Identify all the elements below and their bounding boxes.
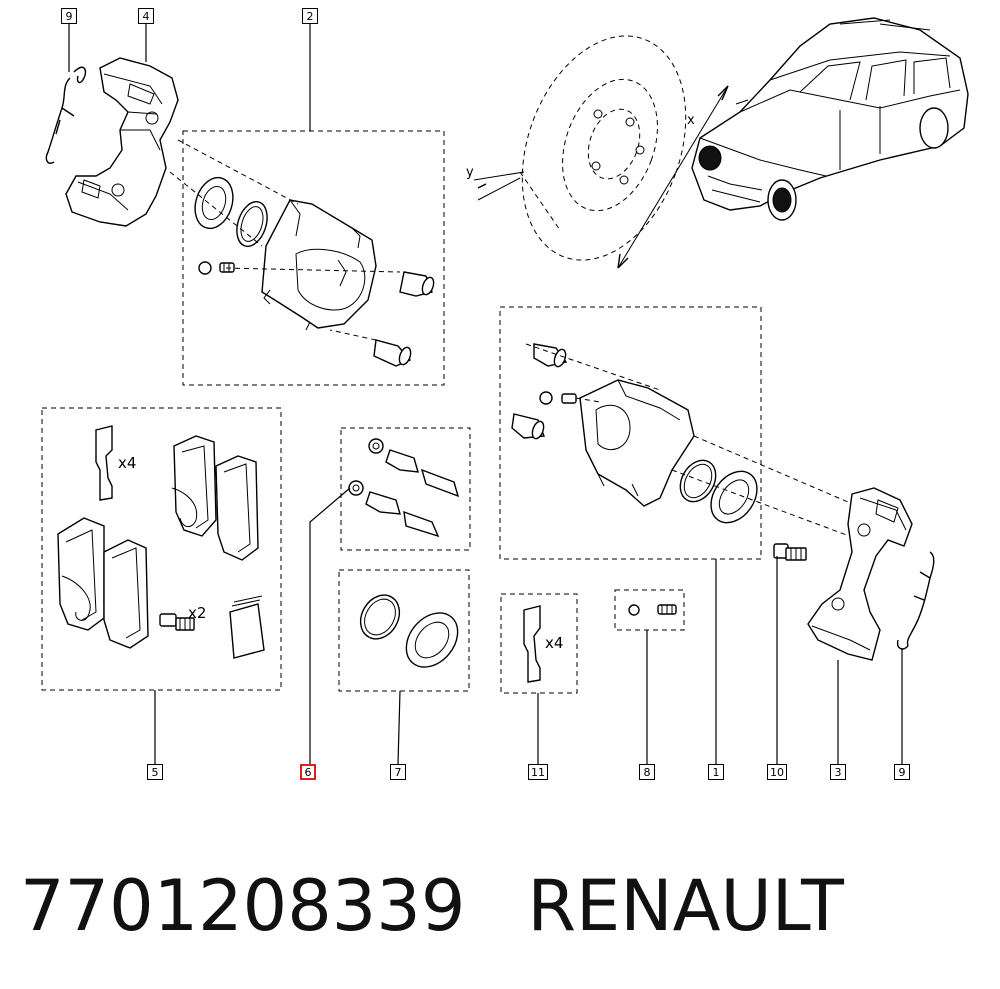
leader-7 [397, 690, 401, 765]
caliper-housing-bottom [511, 343, 891, 541]
callout-bleed[interactable]: 8 [639, 764, 655, 780]
group-box-caliper-top [182, 130, 445, 386]
callout-seals[interactable]: 7 [390, 764, 406, 780]
seal-kit [359, 594, 459, 668]
callout-clip-bottom[interactable]: 9 [894, 764, 910, 780]
piston-seal-top [194, 176, 268, 247]
group-box-guide-pins [340, 427, 471, 551]
vehicle-illustration [691, 17, 969, 221]
anti-rattle-clip-top [45, 66, 87, 164]
caliper-bracket-bottom [807, 487, 913, 661]
pad-clip-quantity: x4 [118, 454, 136, 472]
group-box-caliper-bottom [499, 306, 762, 560]
callout-caliper-bottom[interactable]: 1 [708, 764, 724, 780]
callout-bracket-bottom[interactable]: 3 [830, 764, 846, 780]
callout-clip-top[interactable]: 9 [61, 8, 77, 24]
bleed-kit [628, 604, 677, 616]
group-box-seals [338, 569, 470, 692]
callout-spring-plates[interactable]: 11 [528, 764, 548, 780]
brand-name: RENAULT [527, 865, 844, 947]
part-caption: 7701208339 RENAULT [20, 856, 980, 956]
group-box-bleed [614, 589, 685, 631]
callout-bolt[interactable]: 10 [767, 764, 787, 780]
callout-caliper-top[interactable]: 2 [302, 8, 318, 24]
part-number: 7701208339 [20, 865, 466, 947]
anti-rattle-clip-bottom [896, 551, 935, 650]
group-box-pads [41, 407, 282, 691]
brake-disc: x y [466, 35, 729, 269]
caliper-bracket-top [65, 57, 179, 227]
disc-diameter-label: x [687, 113, 695, 128]
leader-6 [309, 487, 351, 764]
instruction-leaflet [229, 595, 265, 659]
caliper-housing-top [261, 199, 377, 331]
guide-bushes-top [373, 271, 435, 367]
bleed-screw-top [198, 261, 235, 275]
assembly-lines-top [169, 139, 401, 341]
disc-thickness-label: y [466, 165, 474, 180]
callout-guide-pins[interactable]: 6 [300, 764, 316, 780]
callout-pads[interactable]: 5 [147, 764, 163, 780]
bracket-bolt-bottom [773, 543, 807, 561]
spring-plate-quantity: x4 [545, 634, 563, 652]
brake-pads-set: x4 x2 [57, 425, 265, 659]
pad-bolt-quantity: x2 [188, 604, 206, 622]
pad-bolt [159, 613, 195, 631]
spring-plates-kit: x4 [523, 605, 563, 683]
callout-bracket-top[interactable]: 4 [138, 8, 154, 24]
group-box-spring-plates [500, 593, 578, 694]
guide-pins-kit [348, 438, 460, 538]
